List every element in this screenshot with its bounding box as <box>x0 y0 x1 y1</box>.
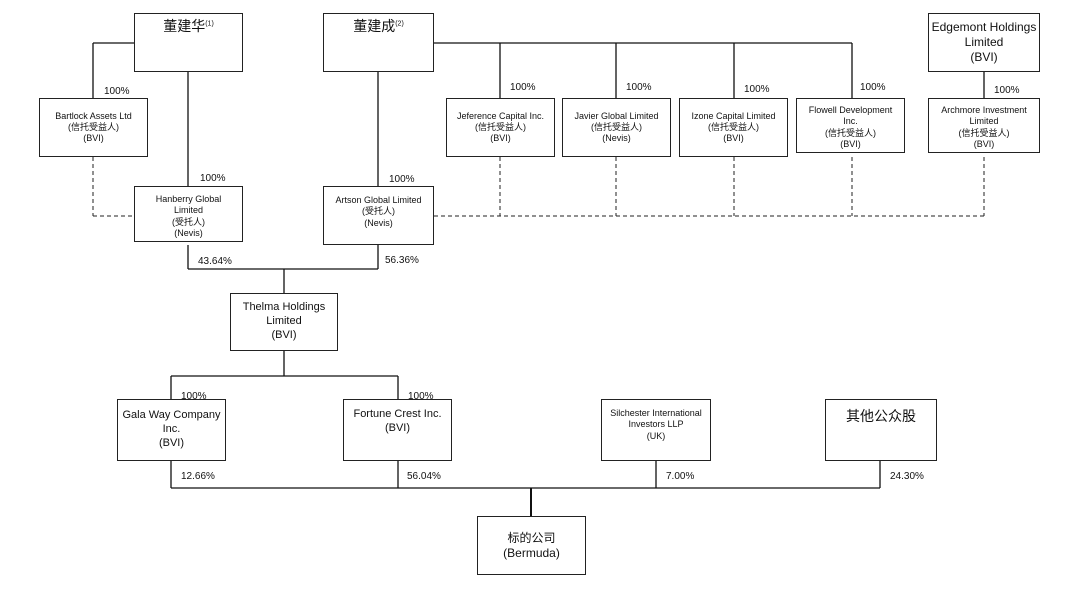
pct-archmore: 100% <box>994 85 1020 96</box>
bartlock-box: Bartlock Assets Ltd (信托受益人) (BVI) <box>39 98 148 157</box>
pct-jeference: 100% <box>510 82 536 93</box>
pct-hanberry-thelma: 43.64% <box>198 256 232 267</box>
archmore-box: Archmore Investment Limited (信托受益人) (BVI… <box>928 98 1040 153</box>
pct-fortune-crest: 100% <box>408 391 434 402</box>
jeference-box: Jeference Capital Inc. (信托受益人) (BVI) <box>446 98 555 157</box>
pct-artson-thelma: 56.36% <box>385 255 419 266</box>
pct-artson: 100% <box>389 174 415 185</box>
pct-hanberry: 100% <box>200 173 226 184</box>
pct-gala-way: 100% <box>181 391 207 402</box>
pct-izone: 100% <box>744 84 770 95</box>
javier-box: Javier Global Limited (信托受益人) (Nevis) <box>562 98 671 157</box>
pct-javier: 100% <box>626 82 652 93</box>
pct-public-target: 24.30% <box>890 471 924 482</box>
public-box: 其他公众股 <box>825 399 937 461</box>
izone-box: Izone Capital Limited (信托受益人) (BVI) <box>679 98 788 157</box>
tung-chee-chen-box: 董建成(2) <box>323 13 434 72</box>
tung-chee-hwa-name: 董建华(1) <box>163 18 214 34</box>
tung-chee-hwa-box: 董建华(1) <box>134 13 243 72</box>
artson-box: Artson Global Limited (受托人) (Nevis) <box>323 186 434 245</box>
pct-gala-target: 12.66% <box>181 471 215 482</box>
flowell-box: Flowell Development Inc. (信托受益人) (BVI) <box>796 98 905 153</box>
target-company-box: 标的公司 (Bermuda) <box>477 516 586 575</box>
gala-way-box: Gala Way Company Inc. (BVI) <box>117 399 226 461</box>
pct-fortune-target: 56.04% <box>407 471 441 482</box>
pct-silchester-target: 7.00% <box>666 471 695 482</box>
edgemont-box: Edgemont Holdings Limited (BVI) <box>928 13 1040 72</box>
thelma-box: Thelma Holdings Limited (BVI) <box>230 293 338 351</box>
tung-chee-chen-name: 董建成(2) <box>353 18 404 34</box>
hanberry-box: Hanberry Global Limited (受托人) (Nevis) <box>134 186 243 242</box>
fortune-crest-box: Fortune Crest Inc. (BVI) <box>343 399 452 461</box>
pct-flowell: 100% <box>860 82 886 93</box>
pct-bartlock: 100% <box>104 86 130 97</box>
silchester-box: Silchester International Investors LLP (… <box>601 399 711 461</box>
